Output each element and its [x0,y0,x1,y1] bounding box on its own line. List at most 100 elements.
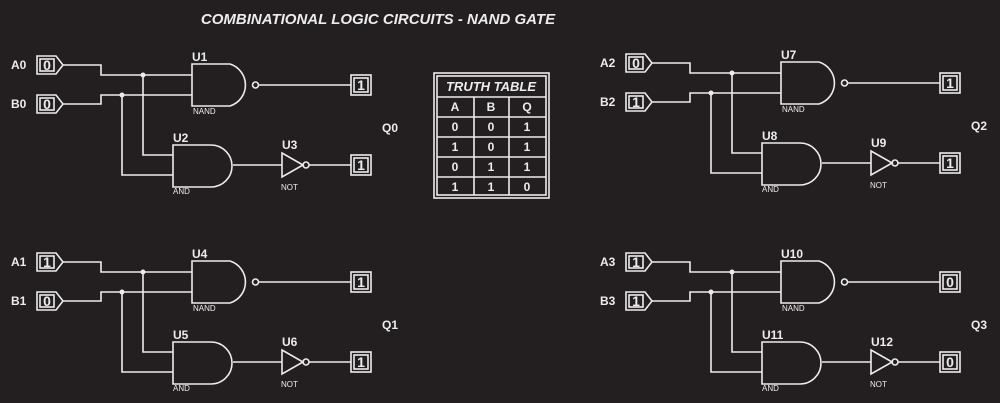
output-nand-q0-inner [353,77,369,93]
output-nand-q1-box [350,271,372,293]
and-gate [761,341,822,385]
input-switch-b3-box[interactable] [628,294,644,308]
input-switch-a1-flag [36,252,65,272]
and-gate [172,144,233,188]
and-gate-type: AND [762,185,779,194]
wire [142,75,173,156]
and-gate-type: AND [173,187,190,196]
not-bubble [302,358,310,366]
output-and-not-q3-value: 0 [946,354,954,370]
input-label-b3: B3 [600,294,616,308]
not-gate [870,348,894,376]
input-switch-a3-box[interactable] [628,255,644,269]
input-switch-a3-flag [625,252,654,272]
and-gate-id: U8 [762,129,778,143]
input-switch-b1-box[interactable] [39,294,55,308]
input-switch-a2-flag [625,53,654,73]
nand-gate [780,260,836,304]
output-and-not-q1-value: 1 [357,354,365,370]
not-gate [281,348,305,376]
not-gate-type: NOT [281,183,298,192]
not-gate [281,151,305,179]
nand-bubble [840,79,849,87]
output-and-not-q2-value: 1 [946,155,954,171]
and-gate-id: U2 [173,131,189,145]
truth-table-cell: 1 [488,180,495,194]
input-switch-a0-flag [36,55,65,75]
and-gate [172,341,233,385]
input-switch-a1-box[interactable] [39,255,55,269]
output-and-not-q1-box [350,351,372,373]
input-label-b0: B0 [11,97,27,111]
junction-dot [119,92,125,98]
input-switch-b1-flag [36,291,65,311]
input-switch-a3-value: 1 [632,254,640,270]
output-nand-q0-value: 1 [357,77,365,93]
nand-gate [191,260,247,304]
wire [652,92,781,103]
input-label-a3: A3 [600,255,616,269]
wire [121,292,173,373]
input-switch-a2-box[interactable] [628,56,644,70]
wire [121,95,173,176]
output-nand-q2-box [939,72,961,94]
junction-dot [140,72,146,78]
truth-table-cell: 0 [488,120,495,134]
not-gate-id: U6 [282,335,298,349]
input-switch-a0-box[interactable] [39,58,55,72]
input-switch-b2-flag [625,92,654,112]
output-label-q2: Q2 [971,119,987,133]
wire [731,272,762,353]
output-nand-q2-inner [942,75,958,91]
not-gate-id: U12 [871,335,893,349]
truth-table-cell: 1 [524,160,531,174]
not-bubble [891,159,899,167]
wire [731,73,762,154]
input-label-b1: B1 [11,294,27,308]
and-gate [761,142,822,186]
not-bubble [891,358,899,366]
input-switch-a2-value: 0 [632,55,640,71]
nand-gate-type: NAND [782,105,805,114]
input-label-b2: B2 [600,95,616,109]
output-and-not-q2-inner [942,155,958,171]
nand-gate-type: NAND [193,107,216,116]
not-gate-type: NOT [281,380,298,389]
output-nand-q2-value: 1 [946,75,954,91]
not-gate-type: NOT [870,380,887,389]
junction-dot [708,90,714,96]
wire [652,291,781,302]
input-label-a0: A0 [11,58,27,72]
and-gate-type: AND [173,384,190,393]
wire [652,261,781,273]
output-and-not-q0-box [350,154,372,176]
junction-dot [140,269,146,275]
input-switch-b2-box[interactable] [628,95,644,109]
nand-gate-id: U1 [192,50,208,64]
input-switch-b3-value: 1 [632,293,640,309]
output-nand-q1-value: 1 [357,274,365,290]
input-switch-b1-value: 0 [43,293,51,309]
input-switch-a1-value: 1 [43,254,51,270]
input-switch-b0-box[interactable] [39,97,55,111]
output-nand-q1-inner [353,274,369,290]
and-gate-id: U11 [762,328,784,342]
output-label-q3: Q3 [971,318,987,332]
wire [63,94,192,105]
truth-table-cell: 1 [524,120,531,134]
nand-gate-type: NAND [782,304,805,313]
output-label-q0: Q0 [382,121,398,135]
input-switch-b0-value: 0 [43,96,51,112]
truth-table-cell: 1 [452,140,459,154]
not-bubble [302,161,310,169]
nand-bubble [251,278,260,286]
input-switch-b2-value: 1 [632,94,640,110]
nand-bubble [251,81,260,89]
diagram-title: COMBINATIONAL LOGIC CIRCUITS - NAND GATE [201,11,556,28]
output-nand-q0-box [350,74,372,96]
output-label-q1: Q1 [382,318,398,332]
